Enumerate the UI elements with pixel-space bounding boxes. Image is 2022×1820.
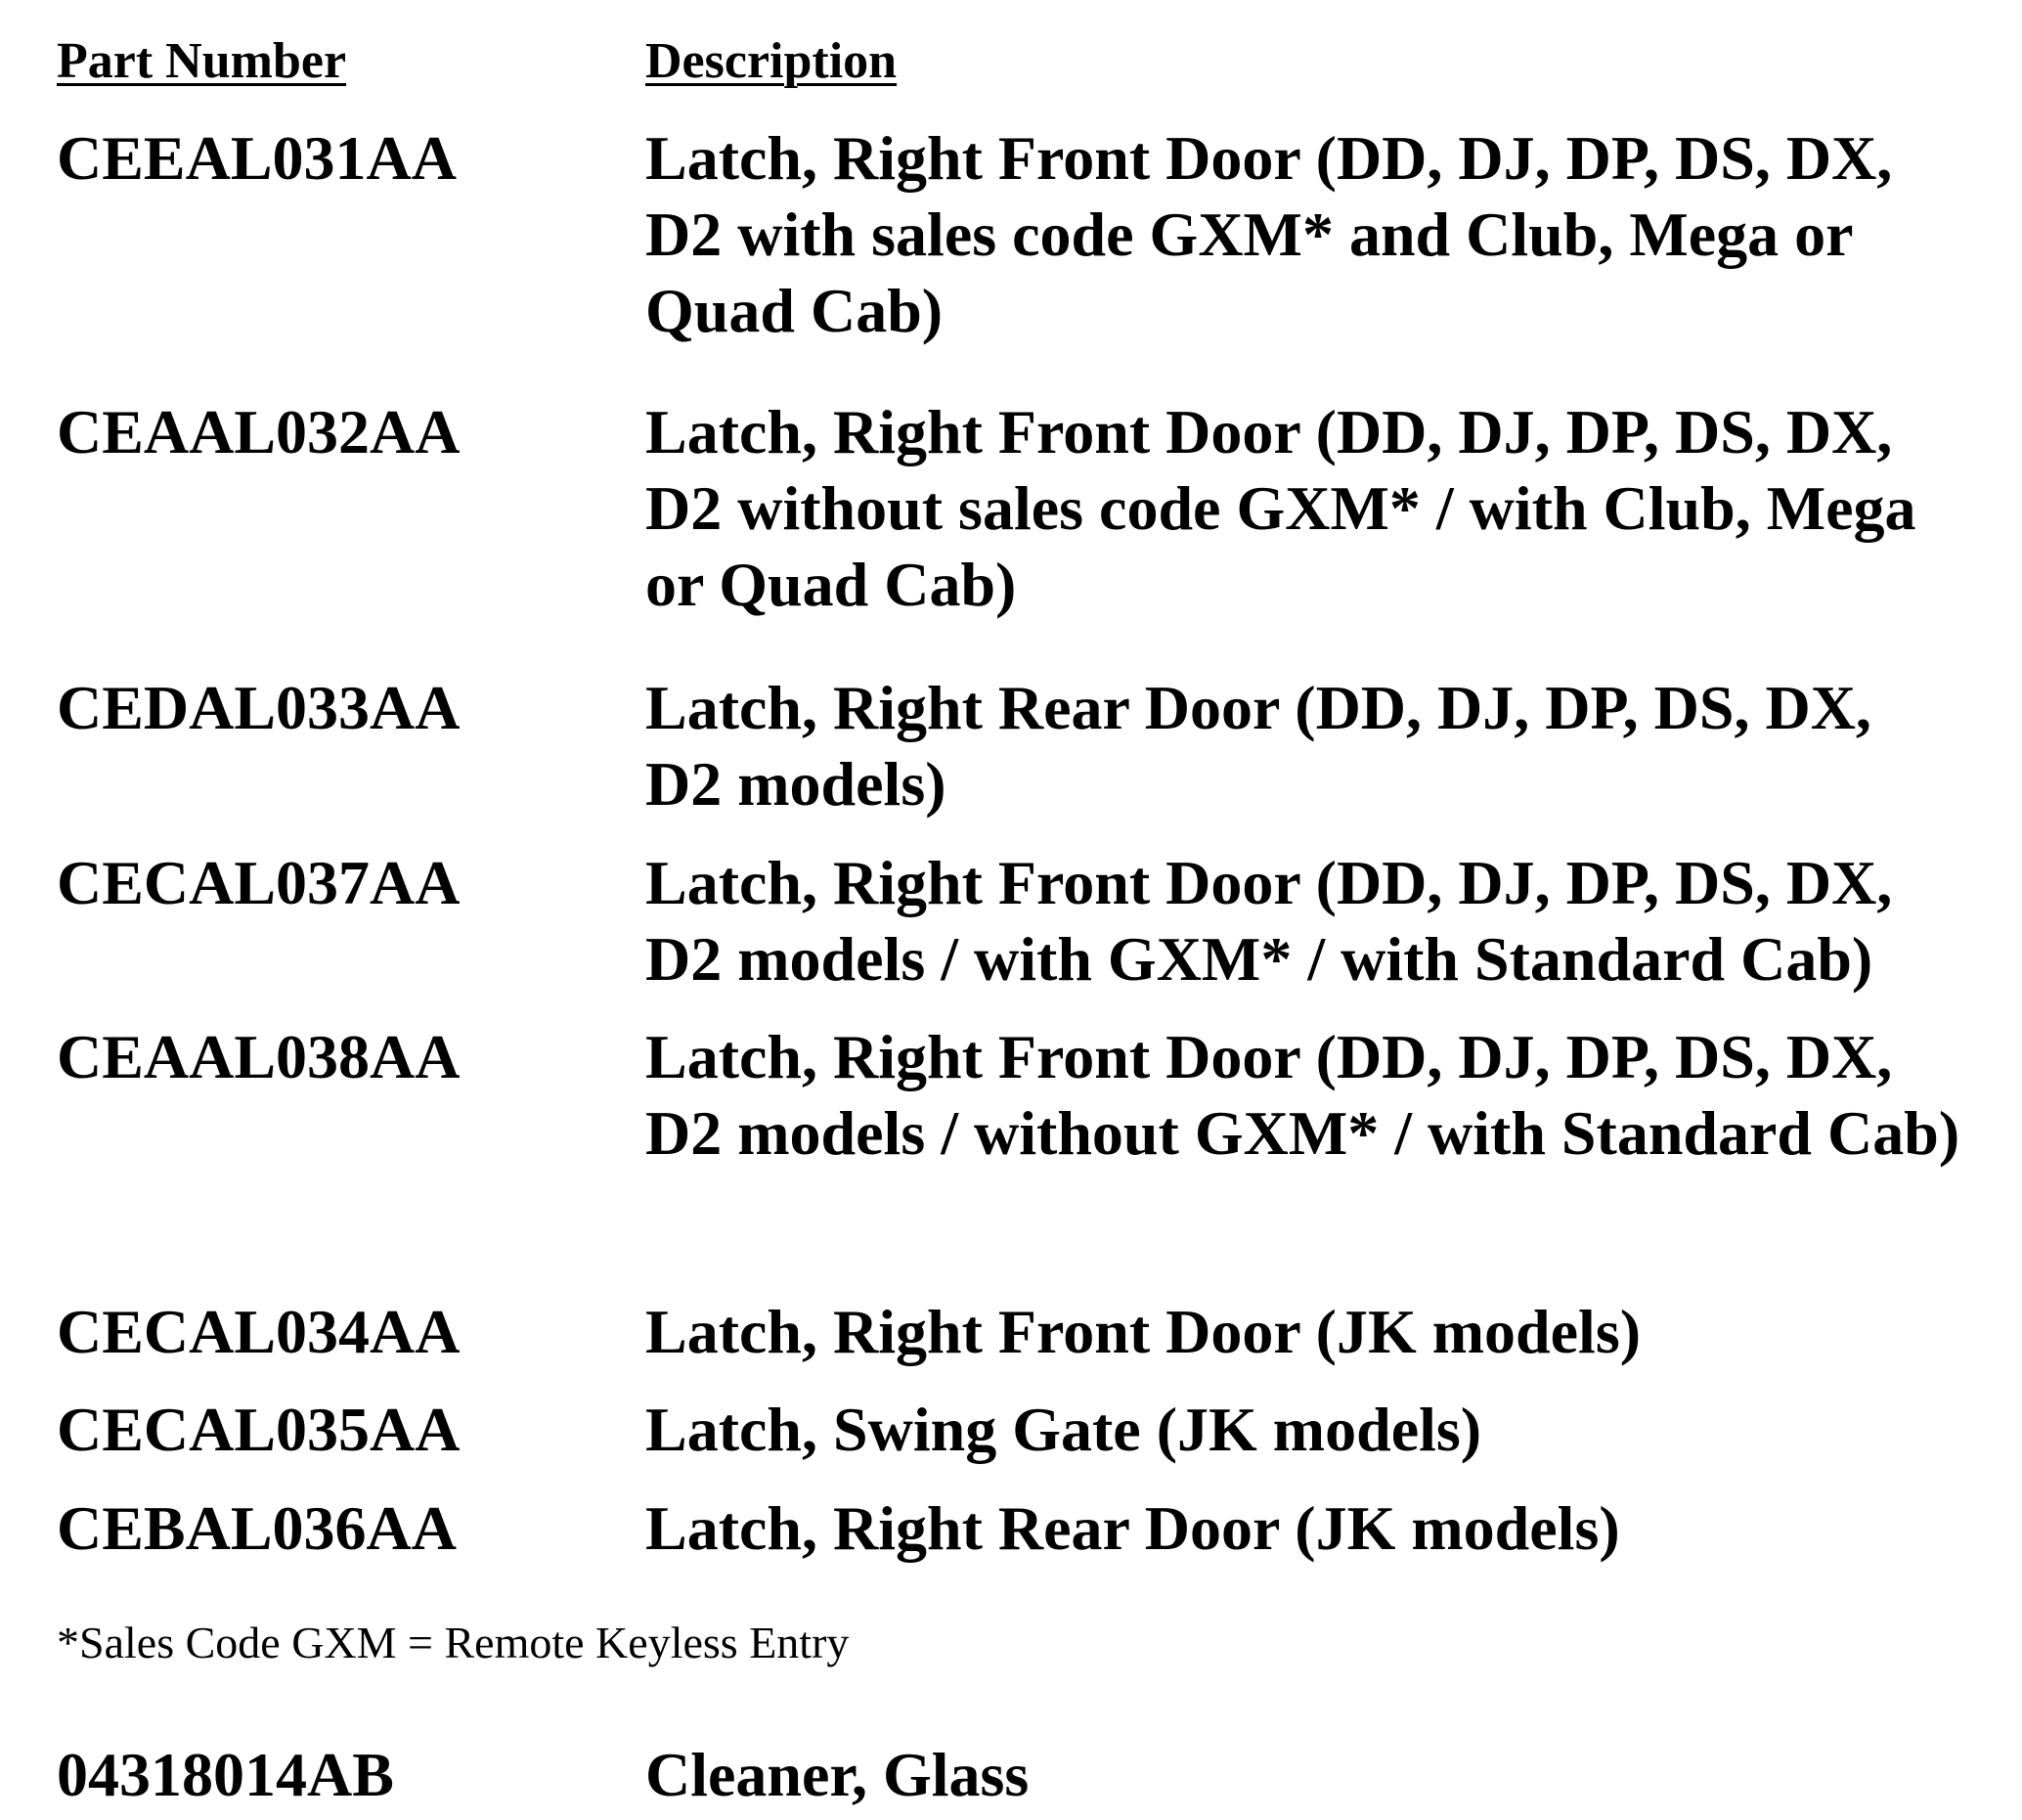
description-line: Latch, Swing Gate (JK models) bbox=[645, 1395, 1482, 1464]
part-number: CECAL037AA bbox=[57, 848, 461, 917]
description-line: Latch, Right Front Door (DD, DJ, DP, DS,… bbox=[645, 397, 1893, 466]
part-number: 04318014AB bbox=[57, 1740, 394, 1809]
description-line: D2 with sales code GXM* and Club, Mega o… bbox=[645, 200, 1854, 269]
description-line: D2 without sales code GXM* / with Club, … bbox=[645, 473, 1916, 543]
part-description: Latch, Right Front Door (DD, DJ, DP, DS,… bbox=[645, 1019, 2019, 1172]
part-number: CEAAL032AA bbox=[57, 397, 461, 466]
part-description: Latch, Right Rear Door (JK models) bbox=[645, 1490, 2019, 1567]
description-line: or Quad Cab) bbox=[645, 550, 1017, 619]
description-line: Latch, Right Front Door (JK models) bbox=[645, 1297, 1642, 1366]
part-number: CEDAL033AA bbox=[57, 673, 461, 742]
description-line: Latch, Right Rear Door (JK models) bbox=[645, 1493, 1620, 1563]
part-number-header: Part Number bbox=[57, 33, 347, 89]
part-number: CEEAL031AA bbox=[57, 123, 457, 193]
description-line: D2 models) bbox=[645, 749, 946, 819]
part-description: Cleaner, Glass bbox=[645, 1737, 2019, 1813]
description-line: D2 models / with GXM* / with Standard Ca… bbox=[645, 924, 1873, 994]
description-line: Quad Cab) bbox=[645, 276, 944, 345]
part-number: CECAL035AA bbox=[57, 1395, 461, 1464]
part-description: Latch, Right Front Door (DD, DJ, DP, DS,… bbox=[645, 845, 2019, 998]
part-description: Latch, Right Rear Door (DD, DJ, DP, DS, … bbox=[645, 670, 2019, 822]
part-description: Latch, Right Front Door (DD, DJ, DP, DS,… bbox=[645, 394, 2019, 623]
description-header: Description bbox=[645, 33, 898, 89]
description-line: Latch, Right Rear Door (DD, DJ, DP, DS, … bbox=[645, 673, 1871, 742]
part-description: Latch, Right Front Door (DD, DJ, DP, DS,… bbox=[645, 120, 2019, 349]
description-line: D2 models / without GXM* / with Standard… bbox=[645, 1098, 1960, 1168]
footnote: *Sales Code GXM = Remote Keyless Entry bbox=[57, 1618, 850, 1667]
part-number: CECAL034AA bbox=[57, 1297, 461, 1366]
description-line: Latch, Right Front Door (DD, DJ, DP, DS,… bbox=[645, 123, 1893, 193]
part-number: CEBAL036AA bbox=[57, 1493, 457, 1563]
part-description: Latch, Right Front Door (JK models) bbox=[645, 1294, 2019, 1370]
part-description: Latch, Swing Gate (JK models) bbox=[645, 1392, 2019, 1468]
description-line: Cleaner, Glass bbox=[645, 1740, 1030, 1809]
part-number: CEAAL038AA bbox=[57, 1022, 461, 1091]
description-line: Latch, Right Front Door (DD, DJ, DP, DS,… bbox=[645, 848, 1893, 917]
description-line: Latch, Right Front Door (DD, DJ, DP, DS,… bbox=[645, 1022, 1893, 1091]
